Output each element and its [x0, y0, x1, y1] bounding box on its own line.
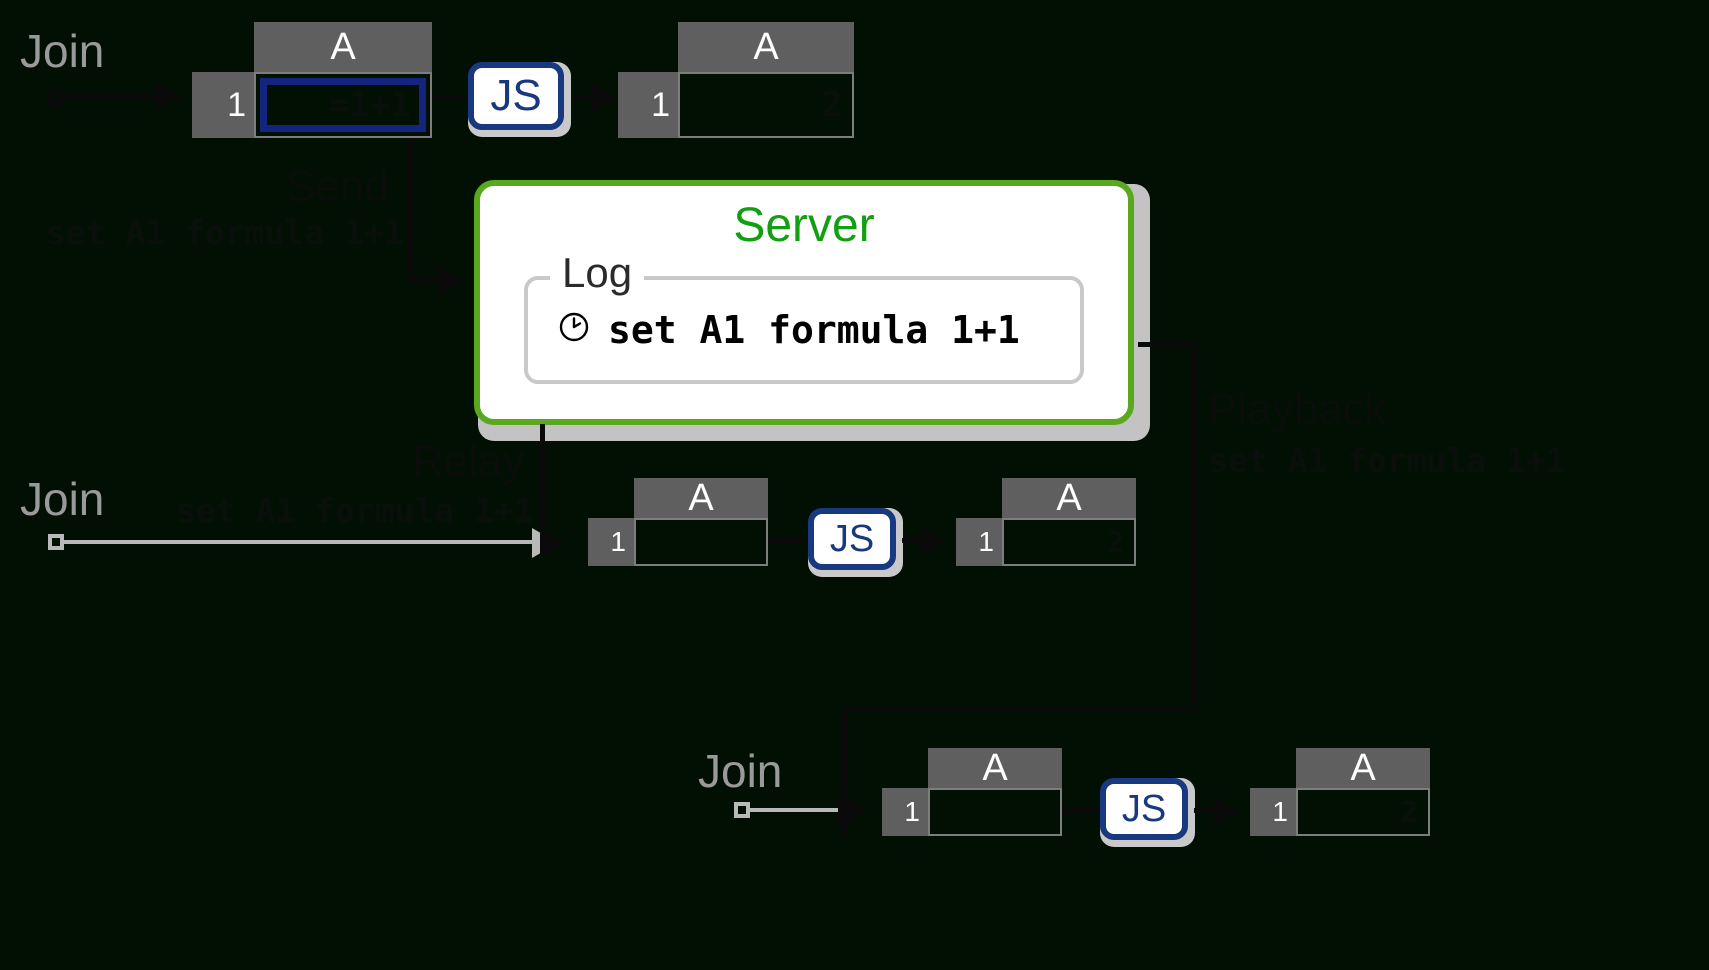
connector-bottom-sheet-to-js	[1062, 808, 1100, 813]
js-runtime-top[interactable]: JS	[468, 62, 564, 130]
sheet-bottom-after: A 1 2	[1250, 748, 1430, 836]
send-arrowhead	[438, 266, 464, 296]
connector-bottom-js-to-result	[1194, 808, 1220, 813]
arrowhead-top-result	[592, 83, 618, 113]
sheet-top-after: A 1 2	[618, 22, 854, 138]
send-payload: set A1 formula 1+1	[46, 213, 404, 252]
join-marker-top	[48, 89, 64, 105]
playback-connector-horizontal	[842, 707, 1197, 712]
playback-label: Playback	[1208, 385, 1387, 434]
connector-middle-sheet-to-js	[768, 538, 804, 543]
js-runtime-bottom[interactable]: JS	[1100, 778, 1188, 840]
relay-payload: set A1 formula 1+1	[176, 491, 534, 530]
join-label-middle: Join	[20, 473, 105, 525]
sheet-top-before-cell-a1[interactable]: =1+1	[254, 72, 432, 138]
connector-top-sheet-to-js	[432, 95, 468, 100]
sheet-middle-after: A 1 2	[956, 478, 1136, 566]
connector-top-js-to-result	[571, 95, 599, 100]
join-label-bottom: Join	[698, 745, 783, 797]
sheet-middle-after-row-header: 1	[956, 518, 1002, 566]
send-connector-horizontal	[408, 278, 446, 283]
sheet-top-before-cell-a1-value: =1+1	[260, 78, 426, 132]
server-panel: Server Log set A1 formula 1+1	[474, 180, 1134, 425]
sheet-bottom-after-col-header: A	[1296, 748, 1430, 788]
playback-connector-down	[842, 707, 847, 836]
sheet-top-before-col-header: A	[254, 22, 432, 72]
js-runtime-middle[interactable]: JS	[808, 508, 896, 570]
sheet-bottom-before-col-header: A	[928, 748, 1062, 788]
arrowhead-bottom-result	[1214, 796, 1240, 826]
sheet-bottom-before-row-header: 1	[882, 788, 928, 836]
sheet-bottom-after-cell-a1[interactable]: 2	[1296, 788, 1430, 836]
arrowhead-middle-result	[922, 526, 948, 556]
join-connector-middle	[62, 540, 538, 544]
server-log-fieldset: Log set A1 formula 1+1	[524, 252, 1084, 384]
sheet-middle-before-col-header: A	[634, 478, 768, 518]
sheet-middle-after-cell-a1[interactable]: 2	[1002, 518, 1136, 566]
send-connector-vertical	[408, 138, 413, 283]
sheet-middle-after-col-header: A	[1002, 478, 1136, 518]
relay-arrowhead	[540, 528, 566, 558]
connector-middle-js-to-result	[902, 538, 928, 543]
sheet-top-before: A 1 =1+1	[192, 22, 432, 138]
playback-connector-vertical	[1192, 342, 1197, 712]
sheet-bottom-before: A 1	[882, 748, 1062, 836]
sheet-top-after-col-header: A	[678, 22, 854, 72]
server-log-legend: Log	[550, 252, 645, 294]
server-log-entry: set A1 formula 1+1	[558, 311, 1020, 350]
sheet-middle-before-cell-a1[interactable]	[634, 518, 768, 566]
join-connector-bottom	[748, 808, 838, 812]
send-label: Send	[286, 162, 389, 211]
join-connector-top	[62, 94, 178, 99]
join-label-top: Join	[20, 25, 105, 77]
sheet-middle-before-row-header: 1	[588, 518, 634, 566]
sheet-top-after-cell-a1[interactable]: 2	[678, 72, 854, 138]
sheet-middle-before: A 1	[588, 478, 768, 566]
join-arrowhead-top	[156, 82, 182, 112]
playback-payload: set A1 formula 1+1	[1208, 441, 1566, 480]
sheet-top-after-row-header: 1	[618, 72, 678, 138]
server-title: Server	[733, 199, 875, 252]
join-arrowhead-bottom	[838, 796, 864, 826]
relay-label: Relay	[412, 437, 525, 486]
sheet-top-before-row-header: 1	[192, 72, 254, 138]
clock-icon	[558, 311, 590, 350]
server-log-entry-message: set A1 formula 1+1	[608, 308, 1020, 352]
sheet-bottom-after-row-header: 1	[1250, 788, 1296, 836]
relay-connector-vertical	[540, 424, 545, 544]
sheet-bottom-before-cell-a1[interactable]	[928, 788, 1062, 836]
playback-connector-from-server	[1138, 342, 1198, 347]
